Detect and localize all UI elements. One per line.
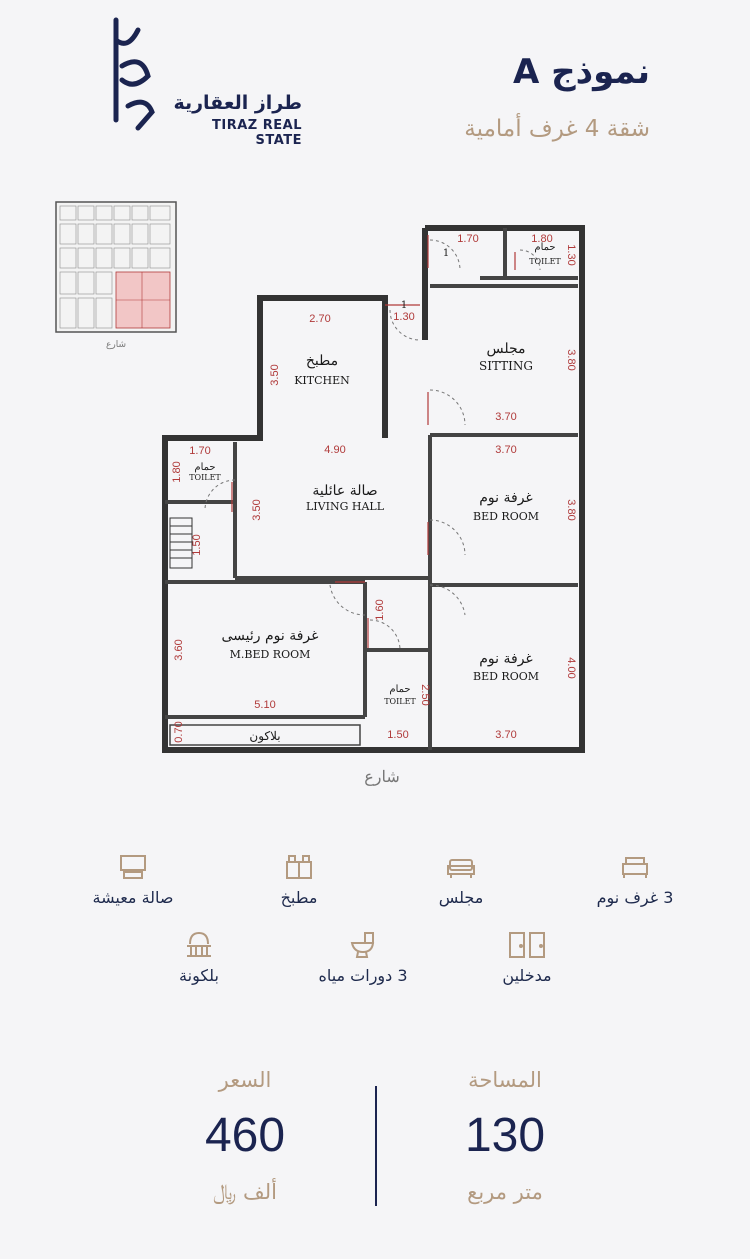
toilet-bottom-label-en: TOILET bbox=[384, 697, 416, 706]
stats-divider bbox=[375, 1086, 377, 1206]
sofa-icon bbox=[447, 859, 475, 878]
logo-english-text: TIRAZ REAL STATE bbox=[212, 118, 302, 148]
dim-4-90: 4.90 bbox=[324, 444, 345, 456]
feature-kitchen-label: مطبخ bbox=[280, 888, 318, 907]
feature-bedrooms: 3 غرف نوم bbox=[570, 852, 700, 907]
toilet-icon bbox=[350, 932, 375, 958]
balcony-label: بلاكون bbox=[249, 729, 280, 743]
area-value: 130 bbox=[464, 1109, 546, 1162]
dim-4-00: 4.00 bbox=[565, 657, 577, 678]
floor-plan: مجلس SITTING مطبخ KITCHEN صالة عائلية LI… bbox=[162, 225, 585, 786]
floor-plan-street-label: شارع bbox=[364, 767, 400, 786]
dim-1-30-right: 1.30 bbox=[565, 244, 577, 265]
bed-room-2-label-en: BED ROOM bbox=[473, 670, 539, 683]
price-value: 460 bbox=[204, 1109, 286, 1162]
logo-mark-icon bbox=[113, 17, 155, 131]
bed-icon bbox=[622, 857, 648, 878]
logo-arabic-text: طراز العقارية bbox=[173, 92, 302, 114]
toilet-left-label-ar: حمام bbox=[194, 462, 215, 473]
feature-bedrooms-label: 3 غرف نوم bbox=[596, 888, 674, 907]
feature-bathrooms-label: 3 دورات مياه bbox=[318, 966, 408, 985]
dim-3-70-bed: 3.70 bbox=[495, 444, 516, 456]
dim-1-80-wc: 1.80 bbox=[171, 461, 183, 482]
living-label-ar: صالة عائلية bbox=[312, 483, 377, 499]
dim-2-50: 2.50 bbox=[419, 684, 431, 705]
bed-room-1-label-en: BED ROOM bbox=[473, 510, 539, 523]
doors-icon bbox=[509, 932, 545, 958]
feature-balcony: بلكونة bbox=[134, 930, 264, 985]
dim-0-70: 0.70 bbox=[173, 721, 185, 742]
dim-1-80-top: 1.80 bbox=[531, 233, 552, 245]
feature-balcony-label: بلكونة bbox=[179, 966, 219, 985]
kitchen-label-en: KITCHEN bbox=[294, 374, 350, 387]
area-unit: متر مربع bbox=[467, 1180, 543, 1204]
page-title: نموذج A bbox=[513, 52, 650, 92]
dim-1-70-wc: 1.70 bbox=[189, 445, 210, 457]
toilet-top-label-ar: حمام bbox=[534, 242, 555, 253]
dim-3-50-kitchen: 3.50 bbox=[269, 364, 281, 385]
dim-3-60: 3.60 bbox=[173, 639, 185, 660]
master-bed-label-en: M.BED ROOM bbox=[230, 648, 311, 661]
site-plan-street-label: شارع bbox=[106, 340, 126, 350]
feature-entrances: مدخلين bbox=[462, 930, 592, 985]
dim-3-80-sitting: 3.80 bbox=[565, 349, 577, 370]
bed-room-1-label-ar: غرفة نوم bbox=[479, 490, 533, 506]
feature-sitting-label: مجلس bbox=[438, 888, 484, 907]
feature-living-hall: صالة معيشة bbox=[68, 852, 198, 907]
toilet-left-label-en: TOILET bbox=[189, 473, 221, 482]
toilet-top-label-en: TOILET bbox=[529, 257, 561, 266]
dim-3-80-bed: 3.80 bbox=[565, 499, 577, 520]
door-1-label: 1 bbox=[401, 300, 407, 311]
dim-3-70-bottom: 3.70 bbox=[495, 729, 516, 741]
sitting-label-ar: مجلس bbox=[486, 341, 525, 357]
feature-sitting: مجلس bbox=[396, 852, 526, 907]
dim-3-70-sitting: 3.70 bbox=[495, 411, 516, 423]
kitchen-icon bbox=[286, 855, 312, 879]
site-plan: شارع bbox=[54, 200, 178, 350]
dim-1-50-stair: 1.50 bbox=[191, 534, 203, 555]
balcony-icon bbox=[187, 931, 211, 957]
toilet-bottom-label-ar: حمام bbox=[389, 684, 410, 695]
page-subtitle: شقة 4 غرف أمامية bbox=[464, 116, 650, 142]
bed-room-2-label-ar: غرفة نوم bbox=[479, 651, 533, 667]
area-label: المساحة bbox=[468, 1068, 542, 1092]
dim-2-70: 2.70 bbox=[309, 313, 330, 325]
dim-1-30-door: 1.30 bbox=[393, 311, 414, 323]
price-unit: ألف ﷼ bbox=[213, 1180, 277, 1204]
master-bed-label-ar: غرفة نوم رئيسى bbox=[222, 628, 319, 644]
price-label: السعر bbox=[218, 1068, 272, 1092]
tv-icon bbox=[120, 855, 146, 879]
living-label-en: LIVING HALL bbox=[306, 500, 385, 513]
door-2-label: 1 bbox=[443, 248, 449, 259]
dim-3-50-living: 3.50 bbox=[251, 499, 263, 520]
dim-1-60: 1.60 bbox=[374, 599, 386, 620]
sitting-label-en: SITTING bbox=[479, 359, 533, 373]
feature-entrances-label: مدخلين bbox=[502, 966, 552, 985]
kitchen-label-ar: مطبخ bbox=[306, 353, 338, 369]
dim-1-50-bottom: 1.50 bbox=[387, 729, 408, 741]
feature-kitchen: مطبخ bbox=[234, 852, 364, 907]
feature-living-hall-label: صالة معيشة bbox=[92, 888, 174, 907]
feature-bathrooms: 3 دورات مياه bbox=[298, 930, 428, 985]
dim-1-70-top: 1.70 bbox=[457, 233, 478, 245]
dim-5-10: 5.10 bbox=[254, 699, 275, 711]
